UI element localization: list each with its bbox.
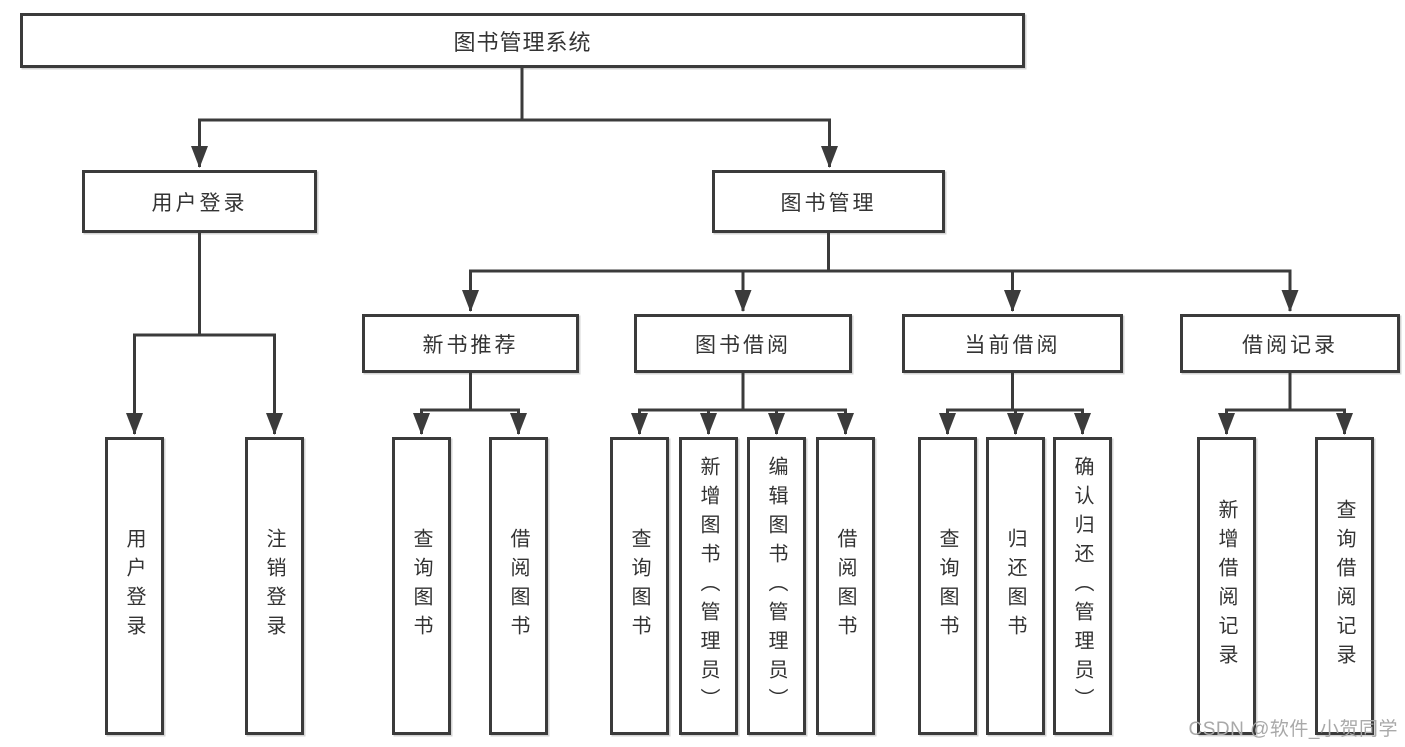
node-current-borrowing: 当前借阅 (902, 314, 1123, 373)
node-borrowing-records: 借阅记录 (1180, 314, 1400, 373)
node-user-login: 用户登录 (82, 170, 317, 233)
csdn-watermark: CSDN @软件_小贺同学 (1188, 719, 1398, 740)
leaf-add-borrow-record: 新增借阅记录 (1197, 437, 1256, 735)
node-book-management: 图书管理 (712, 170, 945, 233)
leaf-add-book-admin: 新增图书（管理员） (679, 437, 738, 735)
leaf-query-books-borrowing: 查询图书 (610, 437, 669, 735)
leaf-user-login: 用户登录 (105, 437, 164, 735)
leaf-query-books-recommend: 查询图书 (392, 437, 451, 735)
leaf-edit-book-admin: 编辑图书（管理员） (747, 437, 806, 735)
node-book-management-system: 图书管理系统 (20, 13, 1025, 68)
leaf-borrow-books-recommend: 借阅图书 (489, 437, 548, 735)
node-book-borrowing: 图书借阅 (634, 314, 852, 373)
leaf-logout: 注销登录 (245, 437, 304, 735)
leaf-confirm-return-admin: 确认归还（管理员） (1053, 437, 1112, 735)
leaf-return-book: 归还图书 (986, 437, 1045, 735)
leaf-borrow-books-borrowing: 借阅图书 (816, 437, 875, 735)
leaf-query-books-current: 查询图书 (918, 437, 977, 735)
node-new-book-recommendation: 新书推荐 (362, 314, 579, 373)
leaf-query-borrow-record: 查询借阅记录 (1315, 437, 1374, 735)
